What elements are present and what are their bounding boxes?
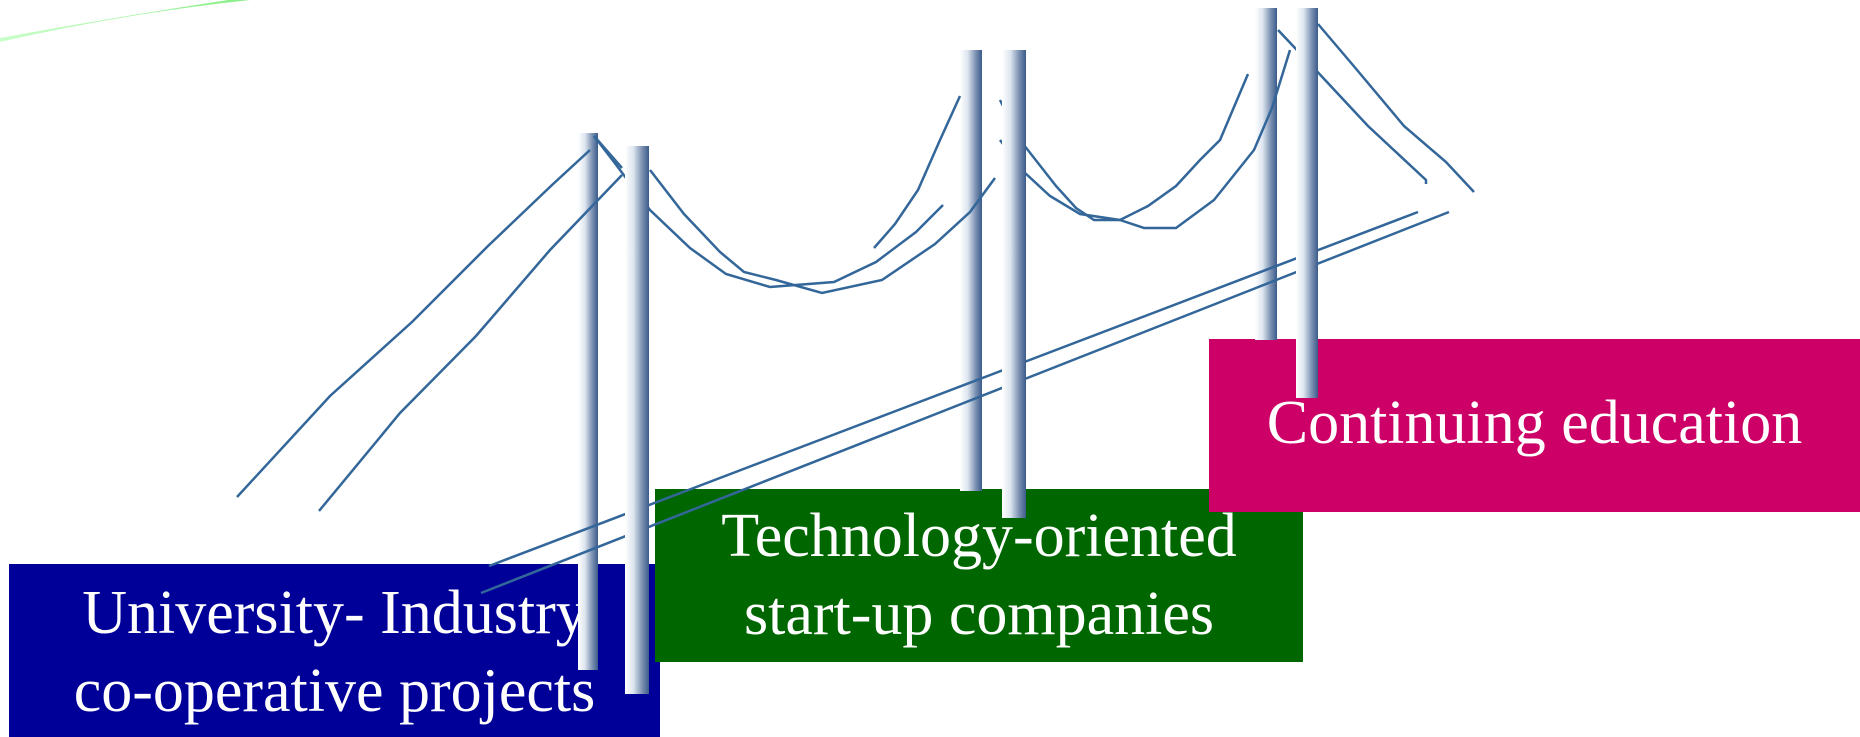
bridge-pillar — [1002, 50, 1026, 518]
bridge-pillars — [578, 8, 1277, 670]
bridge-front-pillars — [625, 8, 1318, 694]
bridge-pillar — [1296, 8, 1318, 398]
bridge-cable — [649, 169, 997, 295]
bridge-pillar — [960, 50, 982, 491]
bridge-pillar — [1255, 8, 1277, 340]
technology-startup-box: Technology-oriented start-up companies — [655, 489, 1303, 662]
technology-startup-line2: start-up companies — [743, 580, 1215, 648]
bridge-cable — [1119, 49, 1292, 230]
university-industry-line2: co-operative projects — [73, 657, 596, 725]
bridge-cable — [1317, 23, 1475, 193]
bridge-cable — [318, 174, 623, 512]
bridge-cable — [593, 135, 623, 169]
continuing-education-label: Continuing education — [1266, 389, 1803, 457]
bridge-pillar — [625, 146, 649, 694]
bridge-cables — [236, 23, 1475, 595]
technology-startup-line1: Technology-oriented — [721, 502, 1237, 570]
bridge-cable — [873, 95, 962, 249]
green-swoosh-icon — [0, 0, 250, 42]
bridge-cable — [236, 149, 591, 498]
university-industry-line1: University- Industry — [82, 579, 587, 647]
university-industry-box: University- Industry co-operative projec… — [9, 564, 660, 737]
bridge-pillar — [578, 133, 598, 670]
bridge-cable — [998, 73, 1250, 222]
